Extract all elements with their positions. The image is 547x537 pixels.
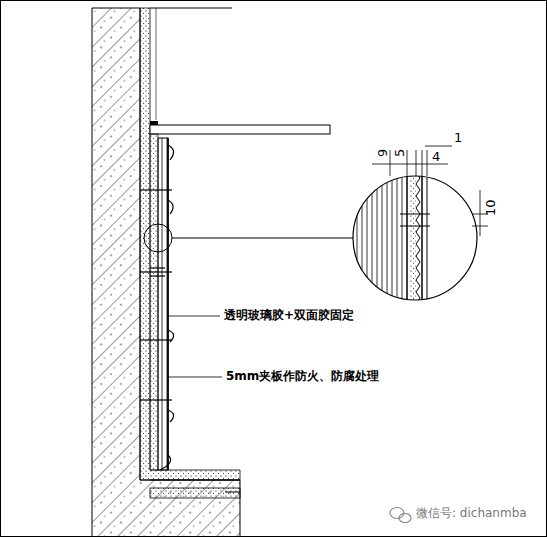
dimension-number: 10 <box>484 199 497 216</box>
plaster-layer <box>140 8 240 480</box>
concrete-wall <box>92 8 240 537</box>
dimension-lines <box>372 146 488 236</box>
watermark-icon <box>390 508 411 523</box>
note-leader <box>168 377 222 378</box>
dimension-number: 9 <box>376 149 389 157</box>
note-text: 透明玻璃胶+双面胶固定 <box>224 309 354 321</box>
enlarged-detail <box>350 170 430 310</box>
floor-finish <box>150 488 240 498</box>
note-leader <box>168 316 220 317</box>
plywood-5mm <box>158 138 168 470</box>
detail-marker <box>144 224 172 252</box>
note-text: 5mm夹板作防火、防腐处理 <box>226 370 379 382</box>
detail-leader <box>172 238 353 239</box>
watermark: 微信号: dichanmba <box>416 507 527 519</box>
dimension-number: 1 <box>454 131 462 144</box>
ceiling-board <box>150 125 330 134</box>
backing-board <box>150 134 158 470</box>
dimension-number: 4 <box>432 150 440 163</box>
panel-joints <box>140 145 174 470</box>
dimension-number: 5 <box>393 149 406 157</box>
